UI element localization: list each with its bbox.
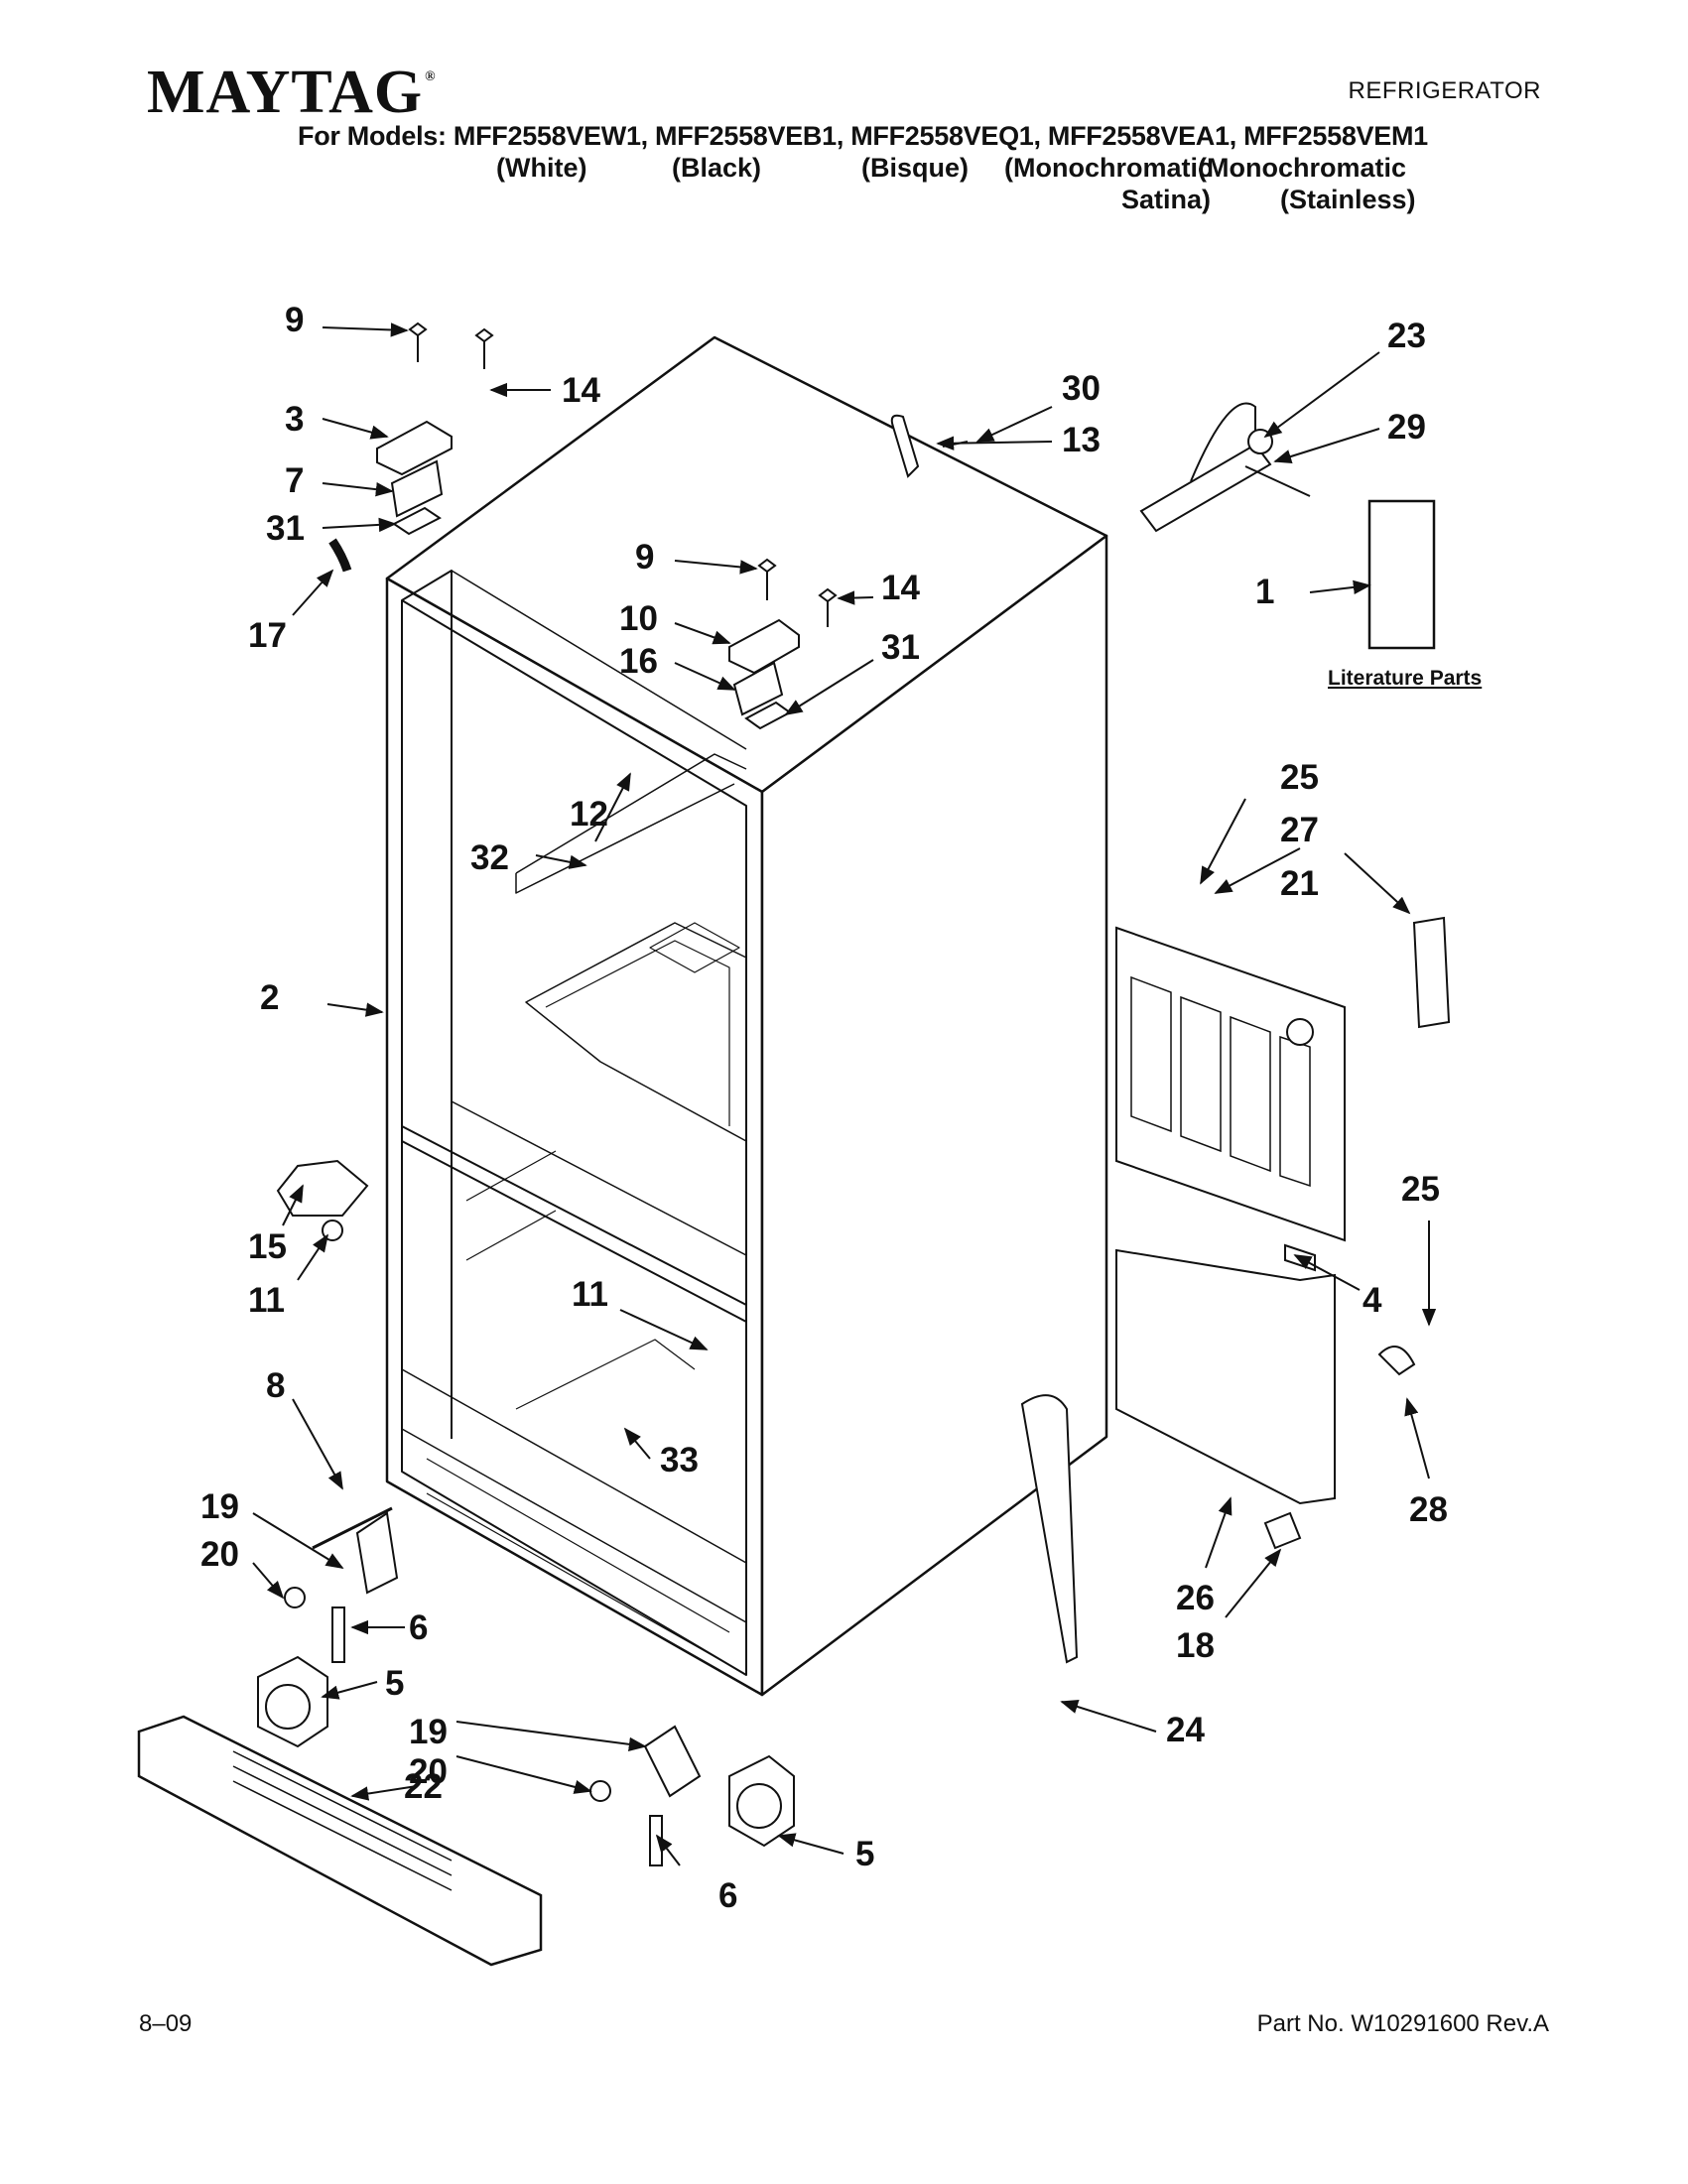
callout-7: 7: [285, 461, 304, 500]
callout-22: 22: [404, 1767, 443, 1806]
callout-29: 29: [1387, 408, 1426, 447]
machine-compartment-parts: [1020, 916, 1451, 1664]
cabinet-drawing: [385, 335, 1108, 1697]
callout-3: 3: [285, 400, 304, 439]
callout-25-top: 25: [1280, 758, 1319, 797]
toe-grille: [137, 1715, 543, 1967]
callout-21: 21: [1280, 864, 1319, 903]
leader-lines: [252, 322, 1437, 1866]
callout-12: 12: [570, 795, 608, 834]
variant-bisque: (Bisque): [861, 153, 969, 183]
part-number: Part No. W10291600 Rev.A: [1256, 2010, 1549, 2037]
callout-14-left: 14: [562, 371, 600, 410]
callout-11-center: 11: [572, 1275, 608, 1314]
leveling-parts-left: [257, 1159, 399, 1748]
callout-27: 27: [1280, 811, 1319, 849]
literature-parts-manual: [1367, 499, 1436, 650]
callout-2: 2: [260, 978, 279, 1017]
top-left-hinge-parts: [328, 321, 494, 573]
callout-28: 28: [1409, 1490, 1448, 1529]
document-type: REFRIGERATOR: [1348, 77, 1541, 104]
callout-4: 4: [1363, 1281, 1382, 1320]
maytag-logo: MAYTAG®: [147, 58, 437, 128]
callout-6-center: 6: [718, 1876, 737, 1915]
callout-30: 30: [1062, 369, 1101, 408]
callout-26: 26: [1176, 1579, 1215, 1617]
revision-date: 8–09: [139, 2010, 193, 2037]
variant-monochromatic-stainless-line2: (Stainless): [1280, 185, 1416, 214]
callout-23: 23: [1387, 317, 1426, 355]
callout-31-center: 31: [881, 628, 920, 667]
callout-10: 10: [619, 599, 658, 638]
callout-16: 16: [619, 642, 658, 681]
callout-9-left: 9: [285, 301, 304, 339]
callout-5-left: 5: [385, 1664, 404, 1703]
callout-11-left: 11: [248, 1281, 285, 1320]
variant-monochromatic-satina-line1: (Monochromatic: [1004, 153, 1214, 183]
callout-32: 32: [470, 838, 509, 877]
literature-parts-label: Literature Parts: [1328, 667, 1482, 690]
callout-labels: 9 14 3 7 31 17 9 14 10 16 31 12 32 30 13…: [200, 301, 1482, 1915]
callout-19-center: 19: [409, 1713, 448, 1751]
callout-17: 17: [248, 616, 287, 655]
callout-20-center: 20: [409, 1752, 448, 1791]
callout-24: 24: [1166, 1711, 1205, 1749]
variant-white: (White): [496, 153, 587, 183]
callout-9-center: 9: [635, 538, 654, 577]
brand-name: MAYTAG: [147, 59, 424, 126]
callout-25-right: 25: [1401, 1170, 1440, 1209]
callout-5-center: 5: [855, 1835, 874, 1873]
callout-1: 1: [1255, 573, 1274, 611]
leveling-parts-center: [589, 1725, 795, 1866]
callout-13: 13: [1062, 421, 1101, 459]
callout-31-left: 31: [266, 509, 305, 548]
callout-33: 33: [660, 1441, 699, 1479]
variant-monochromatic-stainless-line1: (Monochromatic: [1198, 153, 1407, 183]
models-line: For Models: MFF2558VEW1, MFF2558VEB1, MF…: [298, 121, 1428, 151]
callout-20-left: 20: [200, 1535, 239, 1574]
variant-black: (Black): [672, 153, 762, 183]
callout-14-center: 14: [881, 569, 920, 607]
variant-monochromatic-satina-line2: Satina): [1121, 185, 1212, 214]
callout-15: 15: [248, 1227, 287, 1266]
callout-8: 8: [266, 1366, 285, 1405]
callout-6-left: 6: [409, 1608, 428, 1647]
registered-mark: ®: [425, 69, 437, 84]
callout-18: 18: [1176, 1626, 1215, 1665]
callout-19-left: 19: [200, 1487, 239, 1526]
